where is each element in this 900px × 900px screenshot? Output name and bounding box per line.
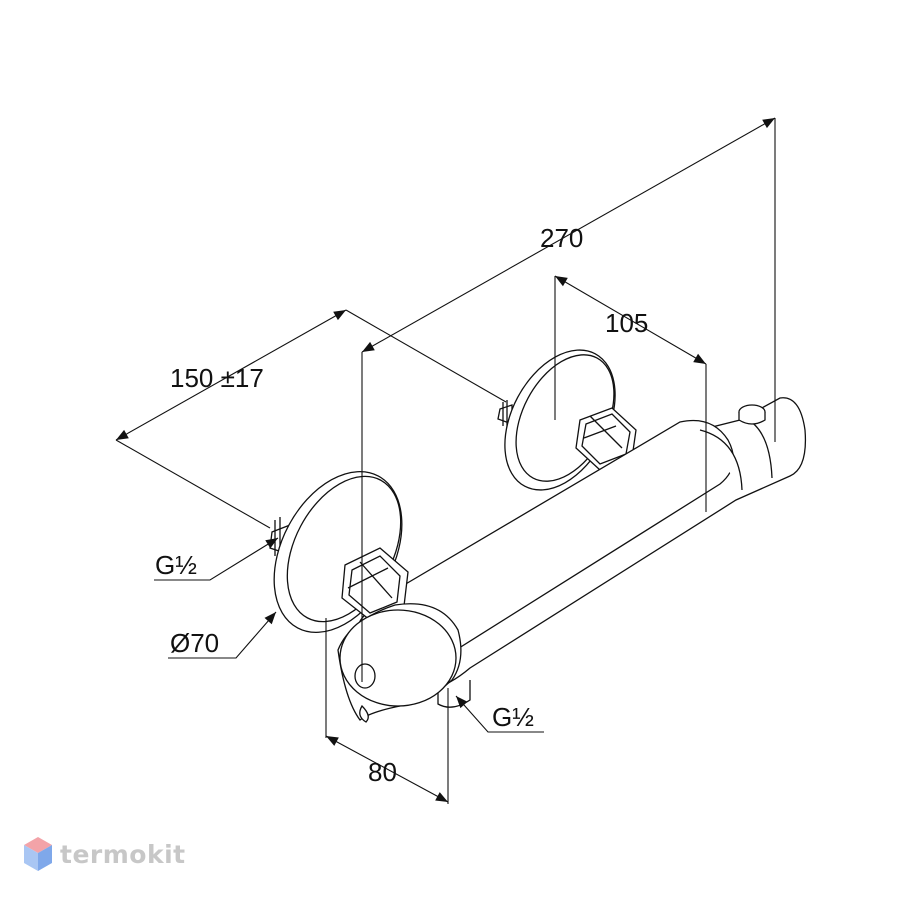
watermark: termokit [24, 837, 186, 871]
dim-150-extension-back [345, 309, 507, 403]
dim-80-line [325, 735, 449, 803]
dim-150-extension-front [115, 439, 271, 529]
label-inlet-spacing: 150 ±17 [170, 363, 264, 393]
dimension-lines [115, 117, 776, 804]
leader-inlet-thread [154, 537, 279, 581]
end-cap-handle [337, 603, 462, 723]
dim-270-line [361, 117, 776, 353]
label-rosette-diameter: Ø70 [170, 628, 219, 658]
dim-105-line [554, 275, 707, 365]
leader-outlet-thread [455, 695, 544, 733]
dim-150-line [115, 309, 347, 441]
label-overall-length: 270 [540, 223, 583, 253]
hexagon-cube-icon [24, 837, 52, 871]
watermark-text: termokit [60, 840, 186, 869]
faucet-body-group [269, 349, 807, 723]
label-inlet-thread: G½ [155, 550, 197, 580]
leader-rosette-diameter [168, 611, 277, 659]
label-outlet-offset: 105 [605, 308, 648, 338]
label-depth: 80 [368, 757, 397, 787]
label-outlet-thread: G½ [492, 702, 534, 732]
rear-nut [575, 407, 637, 471]
dimension-labels: 270 105 150 ±17 80 Ø70 G½ G½ [155, 223, 648, 787]
